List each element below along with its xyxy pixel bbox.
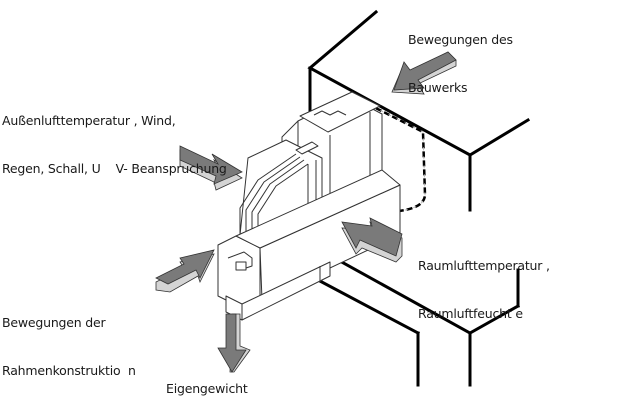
arrow-frame-movement bbox=[155, 249, 215, 293]
label-outside-conditions: Außenlufttemperatur , Wind, Regen, Schal… bbox=[2, 81, 227, 193]
label-line: Bewegungen der bbox=[2, 315, 106, 330]
label-line: Regen, Schall, U V- Beanspruchung bbox=[2, 161, 227, 176]
window-frame bbox=[217, 91, 401, 321]
label-line: Bauwerks bbox=[408, 80, 468, 95]
label-frame-movement: Bewegungen der Rahmenkonstruktio n bbox=[2, 283, 136, 395]
label-line: Rahmenkonstruktio n bbox=[2, 363, 136, 378]
arrow-room-conditions bbox=[341, 217, 403, 263]
wall-outline bbox=[307, 9, 531, 387]
label-line: Bewegungen des bbox=[408, 32, 513, 47]
label-self-weight: Eigengewicht bbox=[166, 381, 248, 396]
arrow-outside-conditions bbox=[179, 145, 243, 191]
label-line: Raumlufttemperatur , bbox=[418, 258, 550, 273]
label-line: Außenlufttemperatur , Wind, bbox=[2, 113, 176, 128]
arrow-building-movement bbox=[391, 51, 457, 95]
label-room-conditions: Raumlufttemperatur , Raumluftfeucht e bbox=[418, 226, 550, 338]
arrow-self-weight bbox=[217, 313, 251, 373]
label-line: Raumluftfeucht e bbox=[418, 306, 523, 321]
label-building-movement: Bewegungen des Bauwerks bbox=[408, 0, 513, 112]
